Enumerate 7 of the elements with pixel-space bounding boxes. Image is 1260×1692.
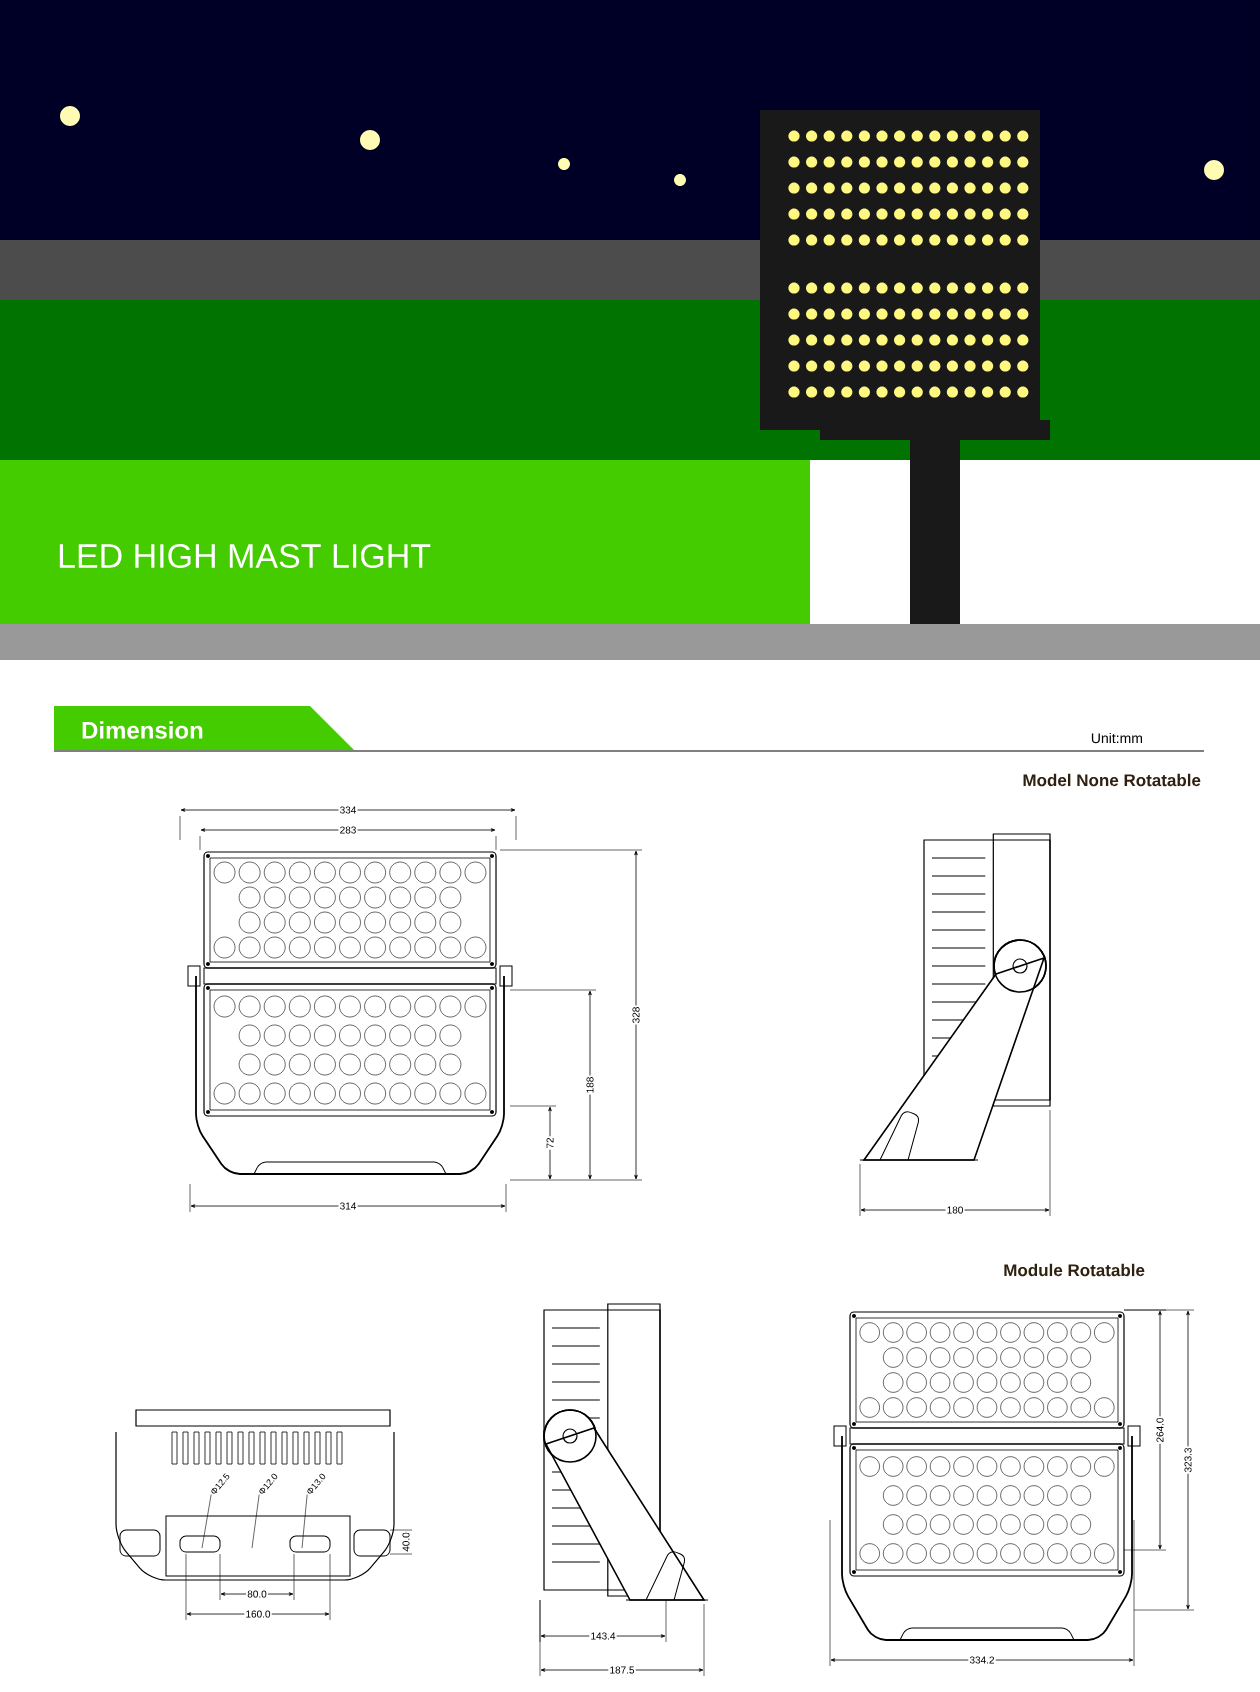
- leader-line: [251, 1494, 260, 1549]
- section-heading: Dimension: [82, 721, 203, 739]
- leader-line: [201, 1494, 212, 1549]
- title: LED HIGH MAST LIGHT: [59, 543, 431, 569]
- leader-line: [301, 1494, 308, 1549]
- view-heading: Model None Rotatable: [1023, 773, 1201, 787]
- view-heading: Module Rotatable: [1004, 1263, 1145, 1277]
